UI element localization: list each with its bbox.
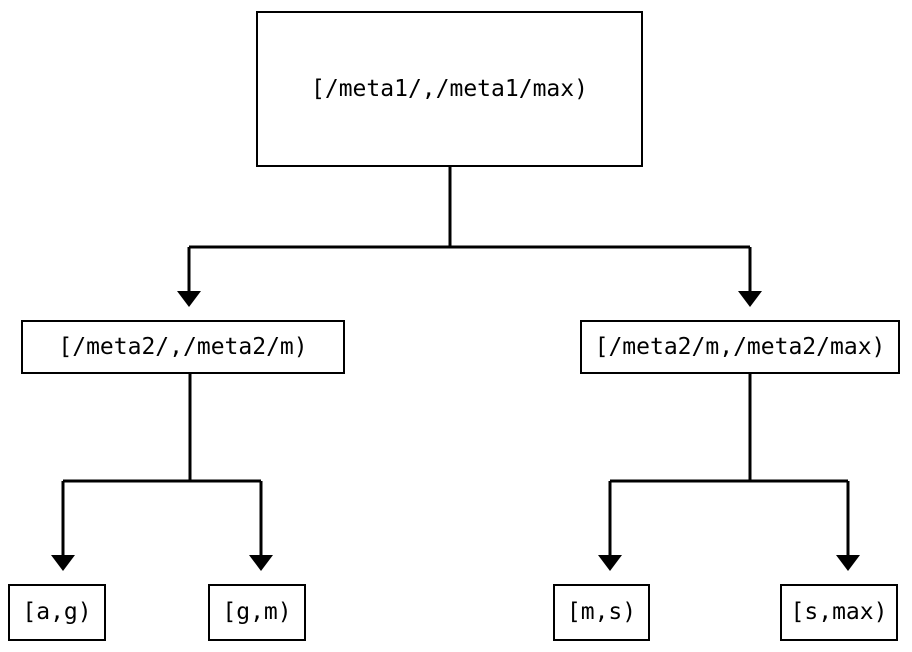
- node-leaf-gm[interactable]: [g,m): [208, 584, 306, 641]
- edge-midleft-to-leaf-gm: [249, 481, 273, 571]
- arrowhead-icon: [51, 555, 75, 571]
- edge-midright-to-leaf-smax: [836, 481, 860, 571]
- node-mid-right[interactable]: [/meta2/m,/meta2/max): [580, 320, 900, 374]
- node-leaf-ms[interactable]: [m,s): [553, 584, 650, 641]
- node-leaf-ag[interactable]: [a,g): [8, 584, 106, 641]
- node-leaf-smax-label: [s,max): [790, 599, 888, 625]
- arrowhead-icon: [738, 291, 762, 307]
- node-leaf-ms-label: [m,s): [566, 599, 637, 625]
- node-leaf-ag-label: [a,g): [22, 599, 92, 625]
- edge-midright-to-leaf-ms: [598, 374, 848, 571]
- arrowhead-icon: [836, 555, 860, 571]
- arrowhead-icon: [249, 555, 273, 571]
- arrowhead-icon: [177, 291, 201, 307]
- node-root-label: [/meta1/,/meta1/max): [311, 75, 588, 102]
- edge-root-to-mid-left: [177, 167, 750, 307]
- arrowhead-icon: [598, 555, 622, 571]
- node-root[interactable]: [/meta1/,/meta1/max): [256, 11, 643, 167]
- node-leaf-smax[interactable]: [s,max): [780, 584, 898, 641]
- node-mid-left-label: [/meta2/,/meta2/m): [58, 333, 308, 360]
- edge-midleft-to-leaf-ag: [51, 374, 261, 571]
- node-mid-left[interactable]: [/meta2/,/meta2/m): [21, 320, 345, 374]
- node-mid-right-label: [/meta2/m,/meta2/max): [594, 333, 886, 360]
- node-leaf-gm-label: [g,m): [222, 599, 292, 625]
- edge-root-to-mid-right: [738, 247, 762, 307]
